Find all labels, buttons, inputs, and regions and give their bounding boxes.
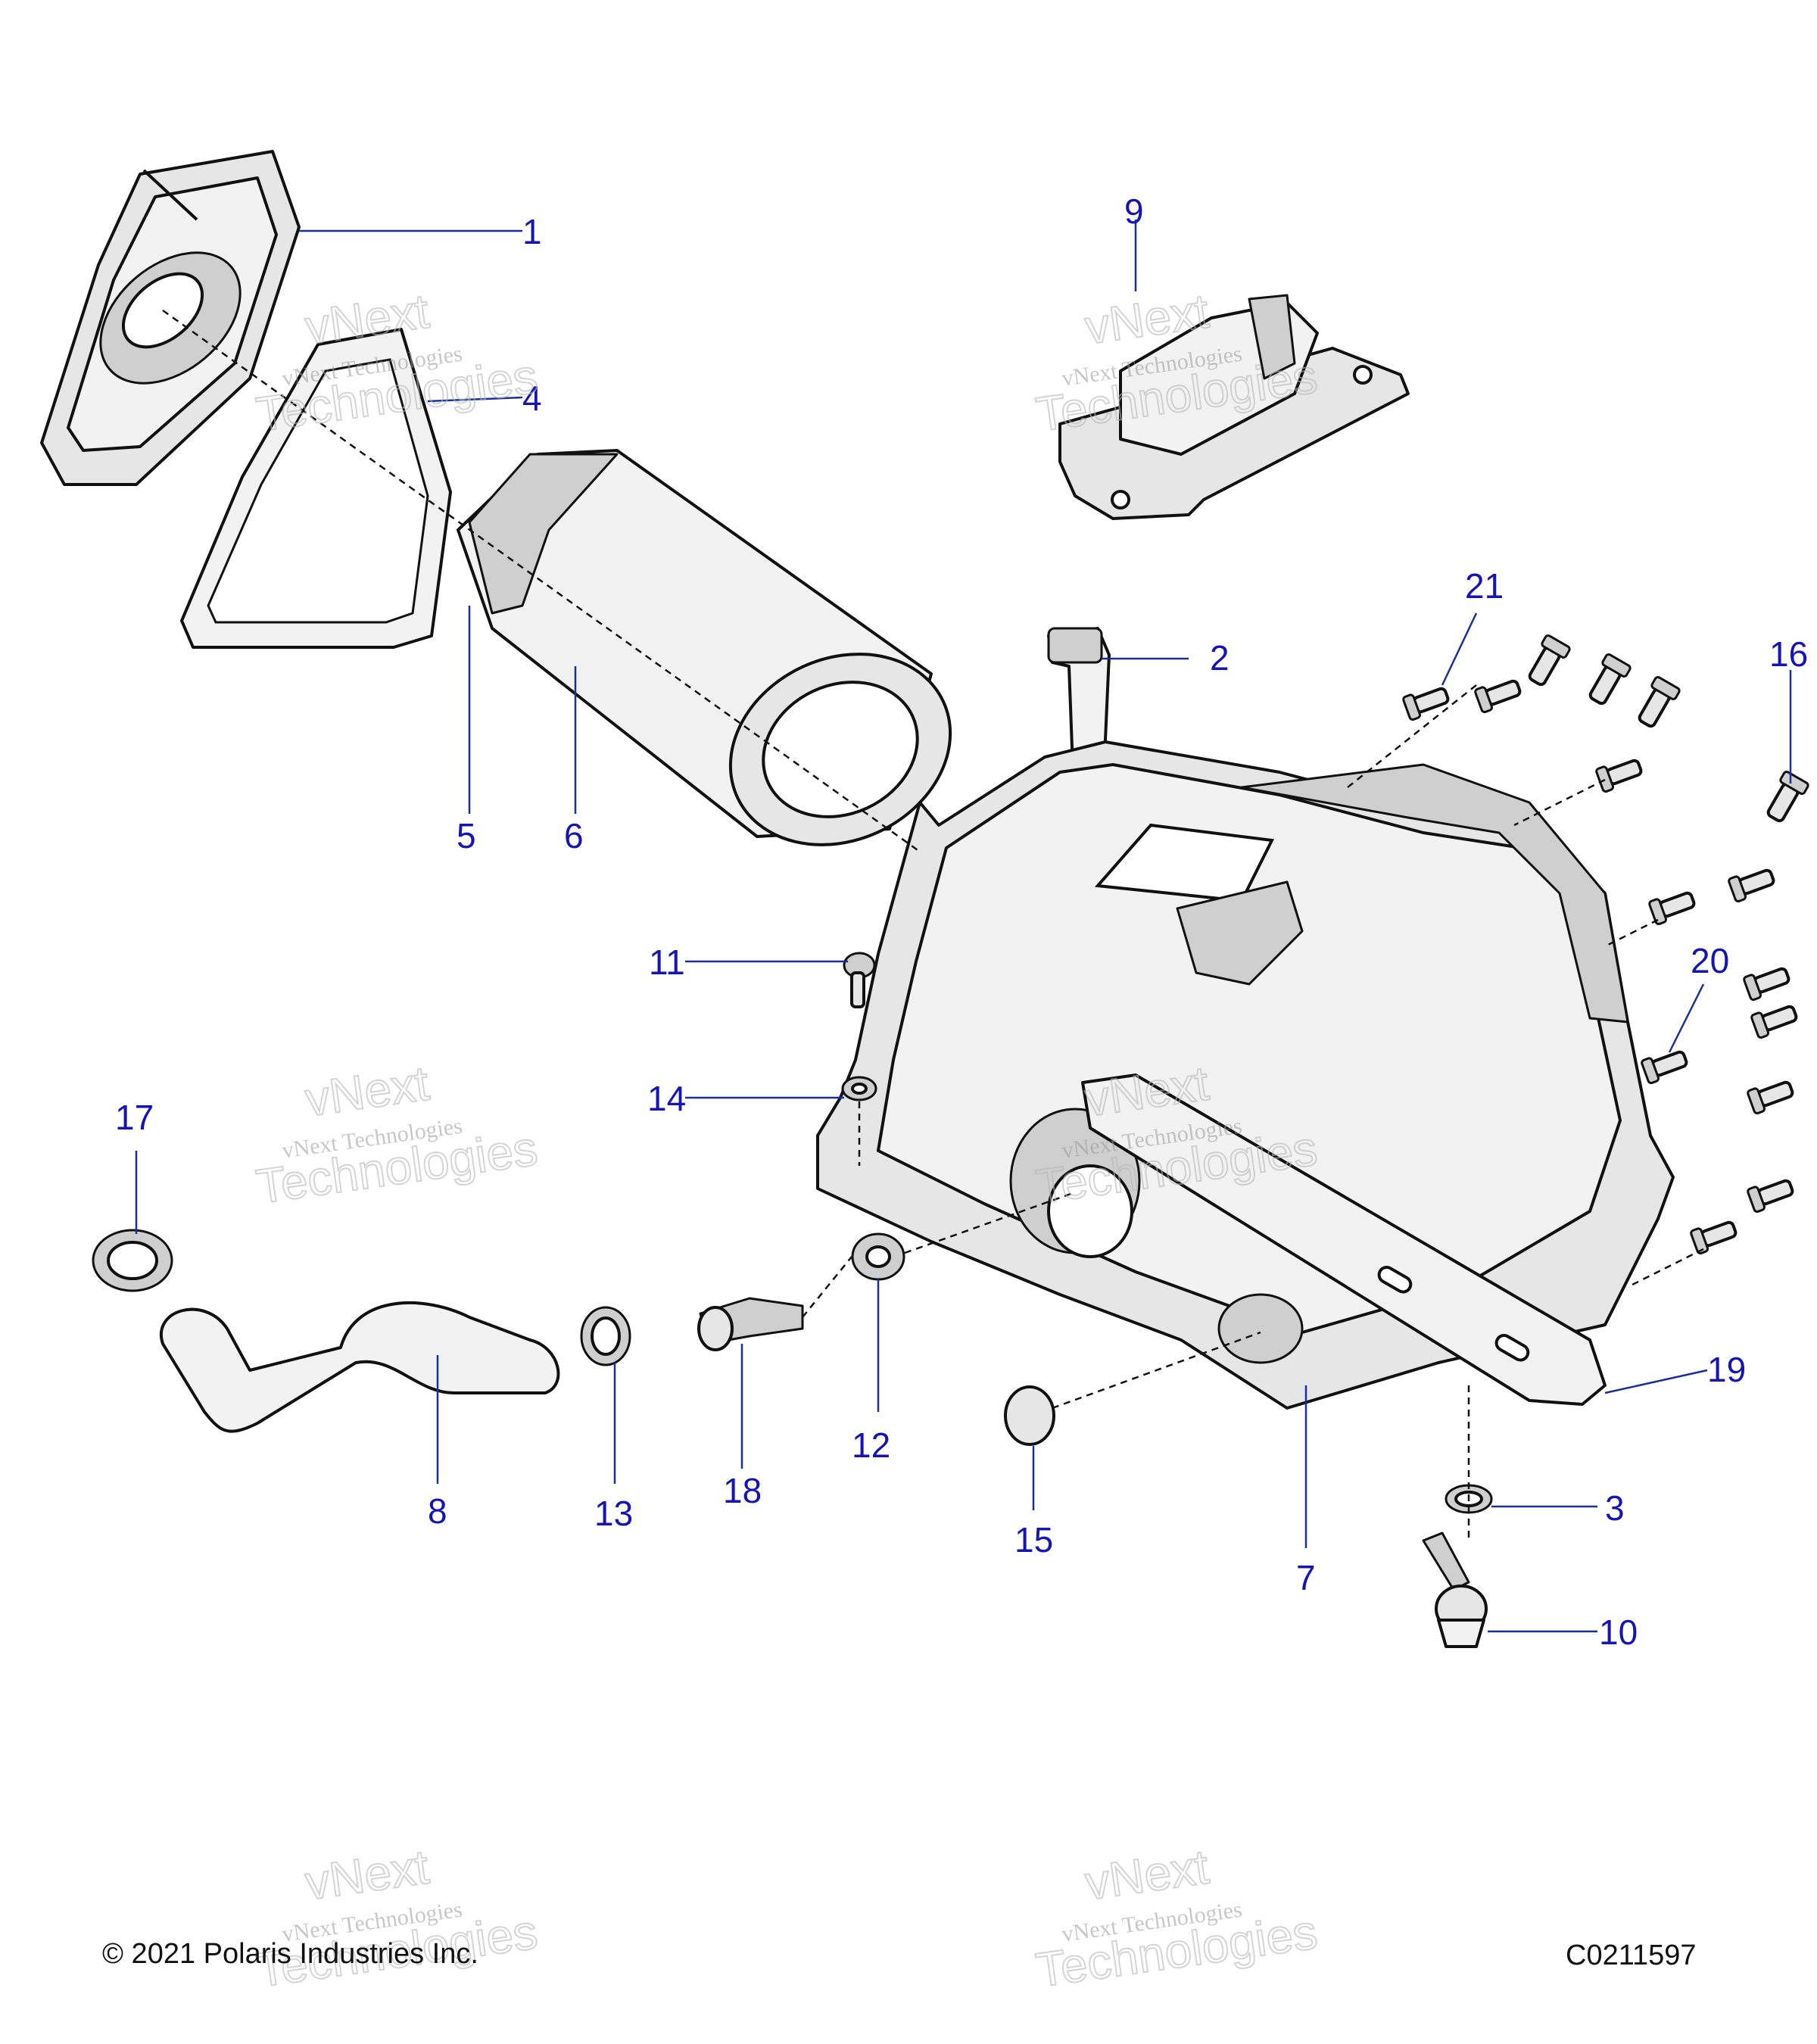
callout-11: 11 bbox=[649, 943, 685, 982]
part-15-plug bbox=[1004, 1385, 1055, 1446]
callout-12: 12 bbox=[852, 1426, 890, 1465]
part-13-clamp bbox=[580, 1306, 631, 1366]
watermarks: vNext vNext Technologies Technologies vN… bbox=[252, 282, 1321, 1998]
callout-6: 6 bbox=[564, 816, 584, 855]
part-18-fitting bbox=[697, 1297, 804, 1351]
callout-19: 19 bbox=[1707, 1350, 1746, 1389]
part-7-airbox-body bbox=[816, 740, 1675, 1410]
callout-15: 15 bbox=[1014, 1520, 1053, 1559]
watermark-logo-top: vNext bbox=[302, 1055, 432, 1126]
callout-3: 3 bbox=[1605, 1488, 1625, 1528]
part-10-drain-valve bbox=[1422, 1531, 1488, 1648]
callout-9: 9 bbox=[1124, 192, 1144, 231]
drawing-code: C0211597 bbox=[1566, 1940, 1697, 1971]
leader-lines bbox=[135, 220, 1792, 1633]
callout-18: 18 bbox=[723, 1471, 762, 1510]
watermark-logo-top: vNext bbox=[302, 1839, 432, 1910]
part-8-hose bbox=[160, 1301, 560, 1433]
part-14-washer bbox=[841, 1076, 877, 1101]
copyright-notice: © 2021 Polaris Industries Inc. bbox=[102, 1938, 478, 1970]
callout-21: 21 bbox=[1465, 566, 1504, 606]
part-6-air-filter bbox=[457, 449, 952, 846]
callout-labels: 1 2 3 4 5 6 7 8 9 10 11 12 13 14 15 16 1… bbox=[115, 192, 1808, 1652]
callout-1: 1 bbox=[522, 212, 542, 251]
callout-8: 8 bbox=[428, 1491, 447, 1531]
watermark-logo-top: vNext bbox=[302, 283, 432, 354]
callout-16: 16 bbox=[1769, 634, 1808, 674]
part-9-mount-bracket bbox=[1058, 294, 1410, 520]
part-1-airbox-cover bbox=[40, 150, 301, 486]
watermark-logo-top: vNext bbox=[1082, 1839, 1212, 1910]
callout-13: 13 bbox=[594, 1494, 633, 1533]
part-11-screw bbox=[843, 952, 876, 1008]
part-12-grommet bbox=[851, 1232, 905, 1281]
callout-20: 20 bbox=[1691, 941, 1729, 980]
part-19-bracket bbox=[1081, 1073, 1607, 1406]
assembly-lines bbox=[162, 309, 1704, 1541]
callout-14: 14 bbox=[647, 1079, 686, 1118]
fastener-screws bbox=[1402, 634, 1809, 1255]
callout-7: 7 bbox=[1296, 1558, 1316, 1597]
callout-5: 5 bbox=[457, 816, 476, 855]
callout-10: 10 bbox=[1599, 1612, 1638, 1652]
callout-4: 4 bbox=[522, 379, 542, 418]
part-17-clamp bbox=[92, 1229, 173, 1292]
part-4-gasket bbox=[180, 328, 452, 649]
callout-2: 2 bbox=[1210, 638, 1230, 678]
callout-17: 17 bbox=[115, 1098, 154, 1137]
